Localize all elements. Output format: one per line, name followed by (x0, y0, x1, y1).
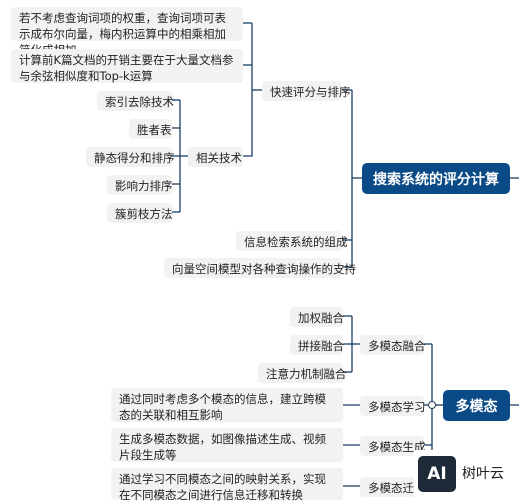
branch-multimodal-transfer: 多模态迁移 (360, 477, 426, 497)
item-static-score: 静态得分和排序 (86, 147, 175, 167)
item-impact-ordering: 影响力排序 (107, 175, 173, 195)
branch-vsm-support: 向量空间模型对各种查询操作的支持 (164, 258, 356, 278)
main-topic-multimodal: 多模态 (443, 390, 510, 421)
branch-multimodal-generation: 多模态生成 (360, 436, 426, 456)
item-concat-fusion: 拼接融合 (290, 335, 344, 355)
item-weighted-fusion: 加权融合 (290, 307, 344, 327)
item-attention-fusion: 注意力机制融合 (258, 363, 347, 383)
note-topk-cost: 计算前K篇文档的开销主要在于大量文档参与余弦相似度和Top-k运算 (11, 49, 243, 83)
note-multimodal-generation: 生成多模态数据，如图像描述生成、视频片段生成等 (111, 428, 343, 462)
item-champion-list: 胜者表 (129, 119, 172, 139)
item-index-elimination: 索引去除技术 (97, 91, 174, 111)
note-multimodal-transfer: 通过学习不同模态之间的映射关系，实现在不同模态之间进行信息迁移和转换 (111, 468, 343, 502)
watermark-text: 树叶云 (462, 466, 504, 482)
ai-logo-icon: AI (418, 456, 456, 492)
branch-ir-components: 信息检索系统的组成 (236, 231, 348, 251)
branch-multimodal-learning: 多模态学习 (360, 396, 426, 416)
note-boolean-vector: 若不考虑查询词项的权重，查询词项可表示成布尔向量，梅内积运算中的相乘相加简化成相… (11, 7, 243, 57)
item-cluster-pruning: 簇剪枝方法 (107, 203, 173, 223)
branch-related-tech: 相关技术 (188, 147, 243, 167)
branch-fast-scoring: 快速评分与排序 (262, 81, 351, 101)
main-topic-search-scoring: 搜索系统的评分计算 (362, 163, 510, 194)
watermark: AI 树叶云 (414, 450, 519, 500)
note-multimodal-learning: 通过同时考虑多个模态的信息，建立跨模态的关联和相互影响 (111, 388, 343, 422)
branch-multimodal-fusion: 多模态融合 (360, 335, 426, 355)
collapse-toggle-circle[interactable] (428, 401, 436, 409)
